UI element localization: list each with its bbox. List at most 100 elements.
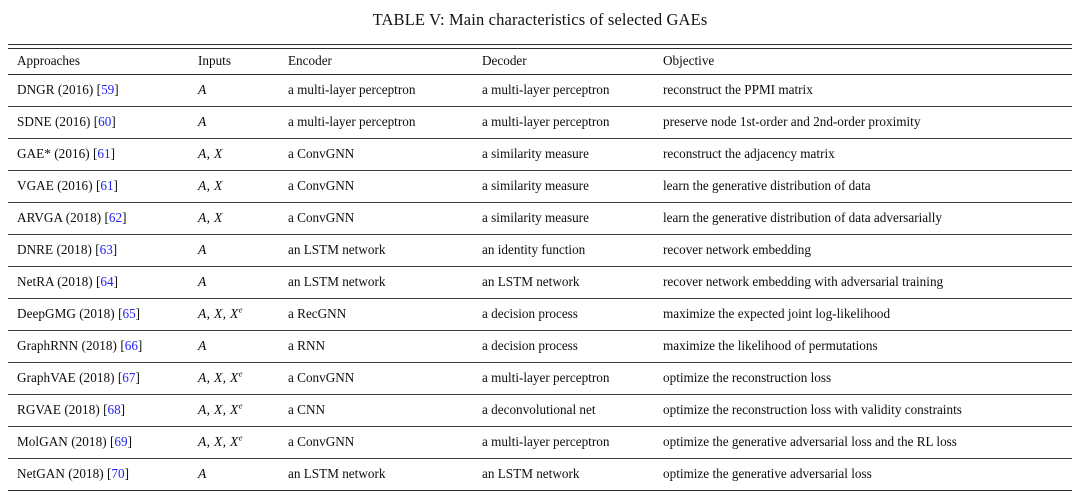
cell-inputs: A xyxy=(196,330,286,363)
cell-objective: optimize the generative adversarial loss xyxy=(661,458,1072,491)
cell-decoder: a multi-layer perceptron xyxy=(479,74,661,107)
citation-link[interactable]: 70 xyxy=(111,466,125,481)
cell-inputs: A xyxy=(196,234,286,267)
cell-approach: DeepGMG (2018) [65] xyxy=(8,298,196,331)
cell-objective: learn the generative distribution of dat… xyxy=(661,202,1072,235)
citation-bracket-close: ] xyxy=(111,114,116,129)
cell-approach: MolGAN (2018) [69] xyxy=(8,426,196,459)
approach-name: VGAE (2016) xyxy=(17,178,93,193)
approach-name: GraphRNN (2018) xyxy=(17,338,118,353)
citation-bracket-close: ] xyxy=(127,434,132,449)
cell-encoder: an LSTM network xyxy=(286,458,479,491)
cell-encoder: a ConvGNN xyxy=(286,202,479,235)
approach-name: DNGR (2016) xyxy=(17,82,94,97)
approach-name: DNRE (2018) xyxy=(17,242,92,257)
table-header: Approaches Inputs Encoder Decoder Object… xyxy=(8,43,1072,75)
citation-bracket-open: [ xyxy=(104,210,109,225)
citation-link[interactable]: 63 xyxy=(99,242,113,257)
cell-decoder: a multi-layer perceptron xyxy=(479,426,661,459)
table-container: Approaches Inputs Encoder Decoder Object… xyxy=(8,29,1072,491)
citation-link[interactable]: 64 xyxy=(100,274,114,289)
cell-decoder: a multi-layer perceptron xyxy=(479,362,661,395)
cell-approach: VGAE (2016) [61] xyxy=(8,170,196,203)
inputs-math: A, X xyxy=(198,178,223,193)
cell-objective: preserve node 1st-order and 2nd-order pr… xyxy=(661,106,1072,139)
cell-approach: GraphRNN (2018) [66] xyxy=(8,330,196,363)
cell-approach: DNRE (2018) [63] xyxy=(8,234,196,267)
cell-inputs: A, X xyxy=(196,202,286,235)
top-rule xyxy=(8,43,1072,49)
inputs-superscript-wrap: e xyxy=(238,368,243,385)
cell-decoder: a similarity measure xyxy=(479,170,661,203)
cell-inputs: A, X xyxy=(196,138,286,171)
cell-encoder: a multi-layer perceptron xyxy=(286,74,479,107)
citation-link[interactable]: 68 xyxy=(107,402,121,417)
cell-encoder: a CNN xyxy=(286,394,479,427)
citation-link[interactable]: 67 xyxy=(122,370,136,385)
citation-link[interactable]: 59 xyxy=(101,82,115,97)
cell-approach: DNGR (2016) [59] xyxy=(8,74,196,107)
inputs-superscript: e xyxy=(238,400,243,411)
inputs-math: A xyxy=(198,242,207,257)
cell-decoder: a multi-layer perceptron xyxy=(479,106,661,139)
inputs-superscript: e xyxy=(238,432,243,443)
inputs-math: A xyxy=(198,466,207,481)
citation-bracket-open: [ xyxy=(103,402,108,417)
inputs-superscript-wrap: e xyxy=(238,400,243,417)
citation-bracket-close: ] xyxy=(120,402,126,417)
cell-encoder: a ConvGNN xyxy=(286,362,479,395)
citation-link[interactable]: 66 xyxy=(124,338,138,353)
approach-name: NetGAN (2018) xyxy=(17,466,104,481)
citation-bracket-open: [ xyxy=(118,306,123,321)
approach-name: SDNE (2016) xyxy=(17,114,91,129)
citation-bracket-open: [ xyxy=(95,242,100,257)
inputs-superscript: e xyxy=(238,368,243,379)
inputs-math: A, X, X xyxy=(198,434,239,449)
table-caption: TABLE V: Main characteristics of selecte… xyxy=(372,10,708,29)
header-row: Approaches Inputs Encoder Decoder Object… xyxy=(8,48,1072,75)
approach-name: RGVAE (2018) xyxy=(17,402,100,417)
inputs-math: A xyxy=(198,338,207,353)
citation-link[interactable]: 60 xyxy=(98,114,112,129)
citation-link[interactable]: 61 xyxy=(97,146,111,161)
citation-bracket-close: ] xyxy=(113,274,118,289)
cell-inputs: A xyxy=(196,266,286,299)
citation-bracket-open: [ xyxy=(107,466,112,481)
cell-encoder: a multi-layer perceptron xyxy=(286,106,479,139)
citation-bracket-close: ] xyxy=(137,338,143,353)
citation-bracket-open: [ xyxy=(93,114,99,129)
cell-objective: maximize the expected joint log-likeliho… xyxy=(661,298,1072,331)
cell-inputs: A, X, Xe xyxy=(196,362,286,395)
cell-decoder: an LSTM network xyxy=(479,266,661,299)
cell-inputs: A xyxy=(196,74,286,107)
approach-name: GraphVAE (2018) xyxy=(17,370,115,385)
citation-link[interactable]: 69 xyxy=(114,434,128,449)
cell-encoder: a RecGNN xyxy=(286,298,479,331)
citation-link[interactable]: 62 xyxy=(108,210,123,225)
cell-objective: recover network embedding with adversari… xyxy=(661,266,1072,299)
inputs-math: A, X, X xyxy=(198,370,239,385)
cell-encoder: a ConvGNN xyxy=(286,138,479,171)
inputs-math: A xyxy=(198,82,207,97)
citation-bracket-open: [ xyxy=(96,82,102,97)
cell-objective: recover network embedding xyxy=(661,234,1072,267)
cell-approach: GraphVAE (2018) [67] xyxy=(8,362,196,395)
citation-bracket-open: [ xyxy=(120,338,125,353)
citation-bracket-close: ] xyxy=(112,242,118,257)
citation-bracket-close: ] xyxy=(114,82,119,97)
inputs-math: A, X, X xyxy=(198,306,239,321)
citation-bracket-close: ] xyxy=(124,466,130,481)
citation-link[interactable]: 61 xyxy=(100,178,114,193)
cell-encoder: a ConvGNN xyxy=(286,170,479,203)
cell-approach: NetRA (2018) [64] xyxy=(8,266,196,299)
citation-link[interactable]: 65 xyxy=(122,306,136,321)
